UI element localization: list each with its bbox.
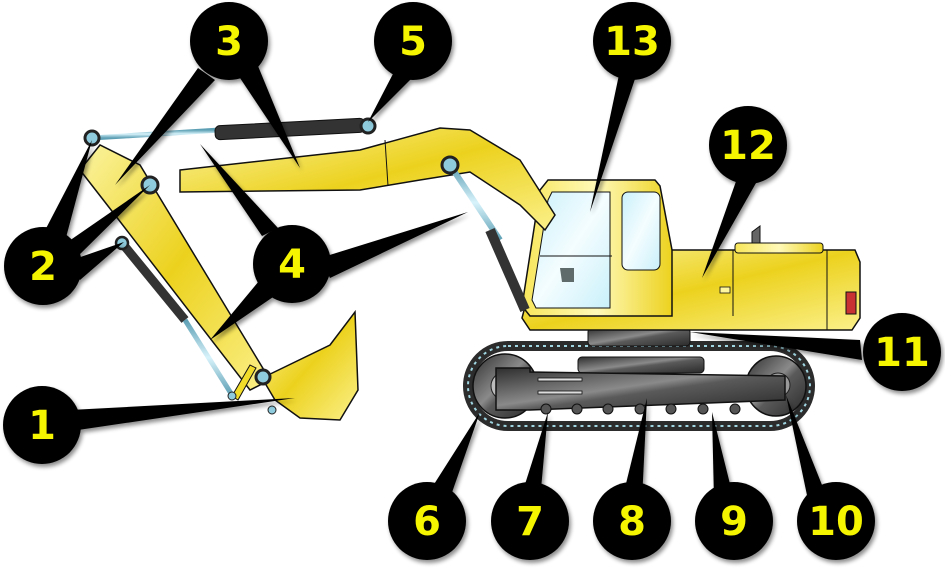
callout-label: 10	[808, 499, 864, 545]
callout-5: 5	[374, 2, 452, 80]
callout-1: 1	[3, 386, 81, 464]
callout-label: 5	[399, 19, 427, 65]
track-rollers	[540, 403, 741, 415]
callout-label: 1	[28, 403, 56, 449]
callout-7: 7	[491, 482, 569, 560]
callout-label: 7	[516, 499, 544, 545]
callout-13: 13	[593, 2, 671, 80]
callout-3: 3	[190, 2, 268, 80]
callout-label: 12	[720, 123, 776, 169]
bucket	[227, 309, 359, 421]
callout-12: 12	[709, 106, 787, 184]
callout-label: 11	[874, 330, 930, 376]
callout-label: 2	[29, 244, 57, 290]
track-assembly	[463, 327, 815, 431]
callout-8: 8	[593, 482, 671, 560]
callouts: 1 2 3 4 5 6 7 8	[3, 2, 941, 560]
callout-label: 8	[618, 499, 646, 545]
callout-label: 3	[215, 19, 243, 65]
callout-6: 6	[388, 482, 466, 560]
callout-11: 11	[863, 313, 941, 391]
callout-label: 9	[720, 499, 748, 545]
callout-4: 4	[253, 225, 331, 303]
callout-2: 2	[4, 227, 82, 305]
cab-door-window	[621, 191, 661, 271]
callout-10: 10	[797, 482, 875, 560]
upper-structure	[521, 179, 861, 331]
callout-label: 4	[278, 242, 306, 288]
boom	[179, 127, 556, 313]
callout-label: 13	[604, 19, 660, 65]
callout-label: 6	[413, 499, 441, 545]
callout-9: 9	[695, 482, 773, 560]
